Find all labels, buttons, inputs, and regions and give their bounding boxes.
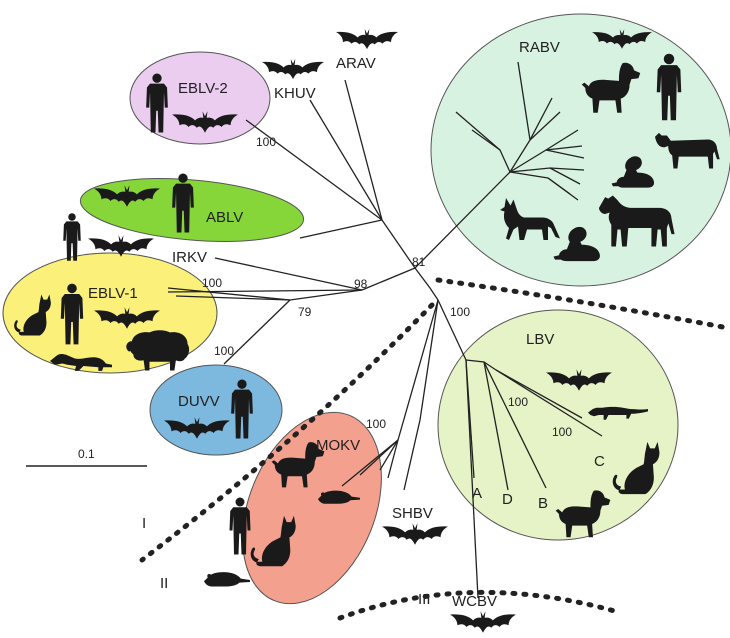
bootstrap-eblv2: 100 (256, 135, 276, 149)
bootstrap-mokv: 100 (366, 417, 386, 431)
bootstrap-phylogroup-ii: 100 (450, 305, 470, 319)
bat-icon (336, 28, 398, 50)
ablv-label: ABLV (206, 209, 243, 226)
bat-icon (382, 523, 448, 545)
duvv-ellipse (149, 364, 283, 456)
phylogroup-divider-bottom (337, 589, 621, 621)
bat-icon (262, 58, 324, 80)
phylogroup-ii-label: II (160, 575, 168, 592)
ablv-ellipse (79, 178, 305, 242)
phylogroup-i-label: I (142, 515, 146, 532)
bootstrap-values: 100 81 98 100 79 100 100 100 100 100 (202, 135, 572, 439)
bat-icon (450, 611, 516, 633)
shbv-label: SHBV (392, 505, 433, 522)
rabv-label: RABV (519, 39, 560, 56)
mokv-label: MOKV (316, 437, 360, 454)
bootstrap-79: 79 (298, 305, 312, 319)
bootstrap-lbv-c: 100 (552, 425, 572, 439)
lbv-subtype-a: A (472, 485, 482, 502)
arav-label: ARAV (336, 55, 376, 72)
lineage-labels: RABV EBLV-2 KHUV ARAV ABLV IRKV EBLV-1 D… (88, 39, 560, 610)
irkv-label: IRKV (172, 249, 207, 266)
phylogroup-divider-left (139, 302, 435, 563)
human-icon (63, 213, 81, 261)
scale-bar-label: 0.1 (78, 447, 95, 461)
lbv-subtype-labels: A B C D (472, 453, 605, 512)
bootstrap-eblv1: 100 (202, 276, 222, 290)
lbv-ellipse (437, 309, 679, 541)
wcbv-label: WCBV (452, 593, 497, 610)
bootstrap-irkv: 98 (354, 277, 368, 291)
shrew-icon (204, 572, 250, 587)
eblv1-label: EBLV-1 (88, 285, 138, 302)
bootstrap-center: 81 (412, 255, 426, 269)
lbv-subtype-d: D (502, 491, 513, 508)
tree-branches (167, 61, 603, 599)
duvv-label: DUVV (178, 393, 220, 410)
bootstrap-lbv-inner: 100 (508, 395, 528, 409)
eblv2-label: EBLV-2 (178, 80, 228, 97)
eblv2-ellipse (129, 51, 271, 145)
lbv-subtype-b: B (538, 495, 548, 512)
phylogroup-labels: I II III (142, 515, 431, 608)
lbv-subtype-c: C (594, 453, 605, 470)
phylogroup-divider-upper (435, 277, 730, 331)
khuv-label: KHUV (274, 85, 316, 102)
lbv-label: LBV (526, 331, 554, 348)
scale-bar: 0.1 (26, 447, 147, 467)
bootstrap-duvv: 100 (214, 344, 234, 358)
phylogroup-iii-label: III (418, 591, 431, 608)
